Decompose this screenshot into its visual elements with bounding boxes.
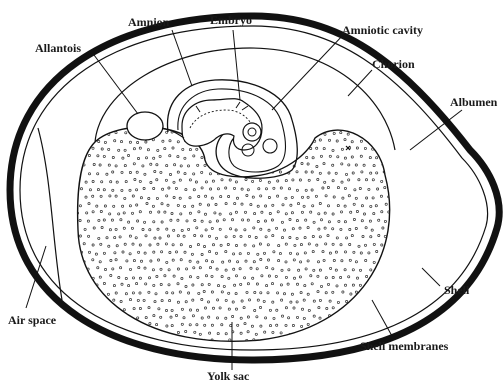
yolk-dot [92,341,94,343]
label-amnion: Amnion [128,15,170,29]
yolk-dot [89,331,91,333]
label-chorion: Chorion [372,57,415,71]
yolk-dot [77,324,79,326]
label-albumen: Albumen [450,95,498,109]
yolk-dot [101,339,103,341]
label-air-space: Air space [8,313,57,327]
label-yolk-sac: Yolk sac [207,369,250,383]
yolk-dot [79,332,81,334]
yolk-dot [78,340,80,342]
label-shell-membranes: Shell membranes [360,339,449,353]
label-allantois: Allantois [35,41,81,55]
allantois [127,112,163,140]
label-shell: Shell [444,283,470,297]
yolk-dot [108,339,110,341]
yolk-dot [85,341,87,343]
label-amniotic-cavity: Amniotic cavity [342,23,423,37]
label-embryo: Embryo [210,13,252,27]
